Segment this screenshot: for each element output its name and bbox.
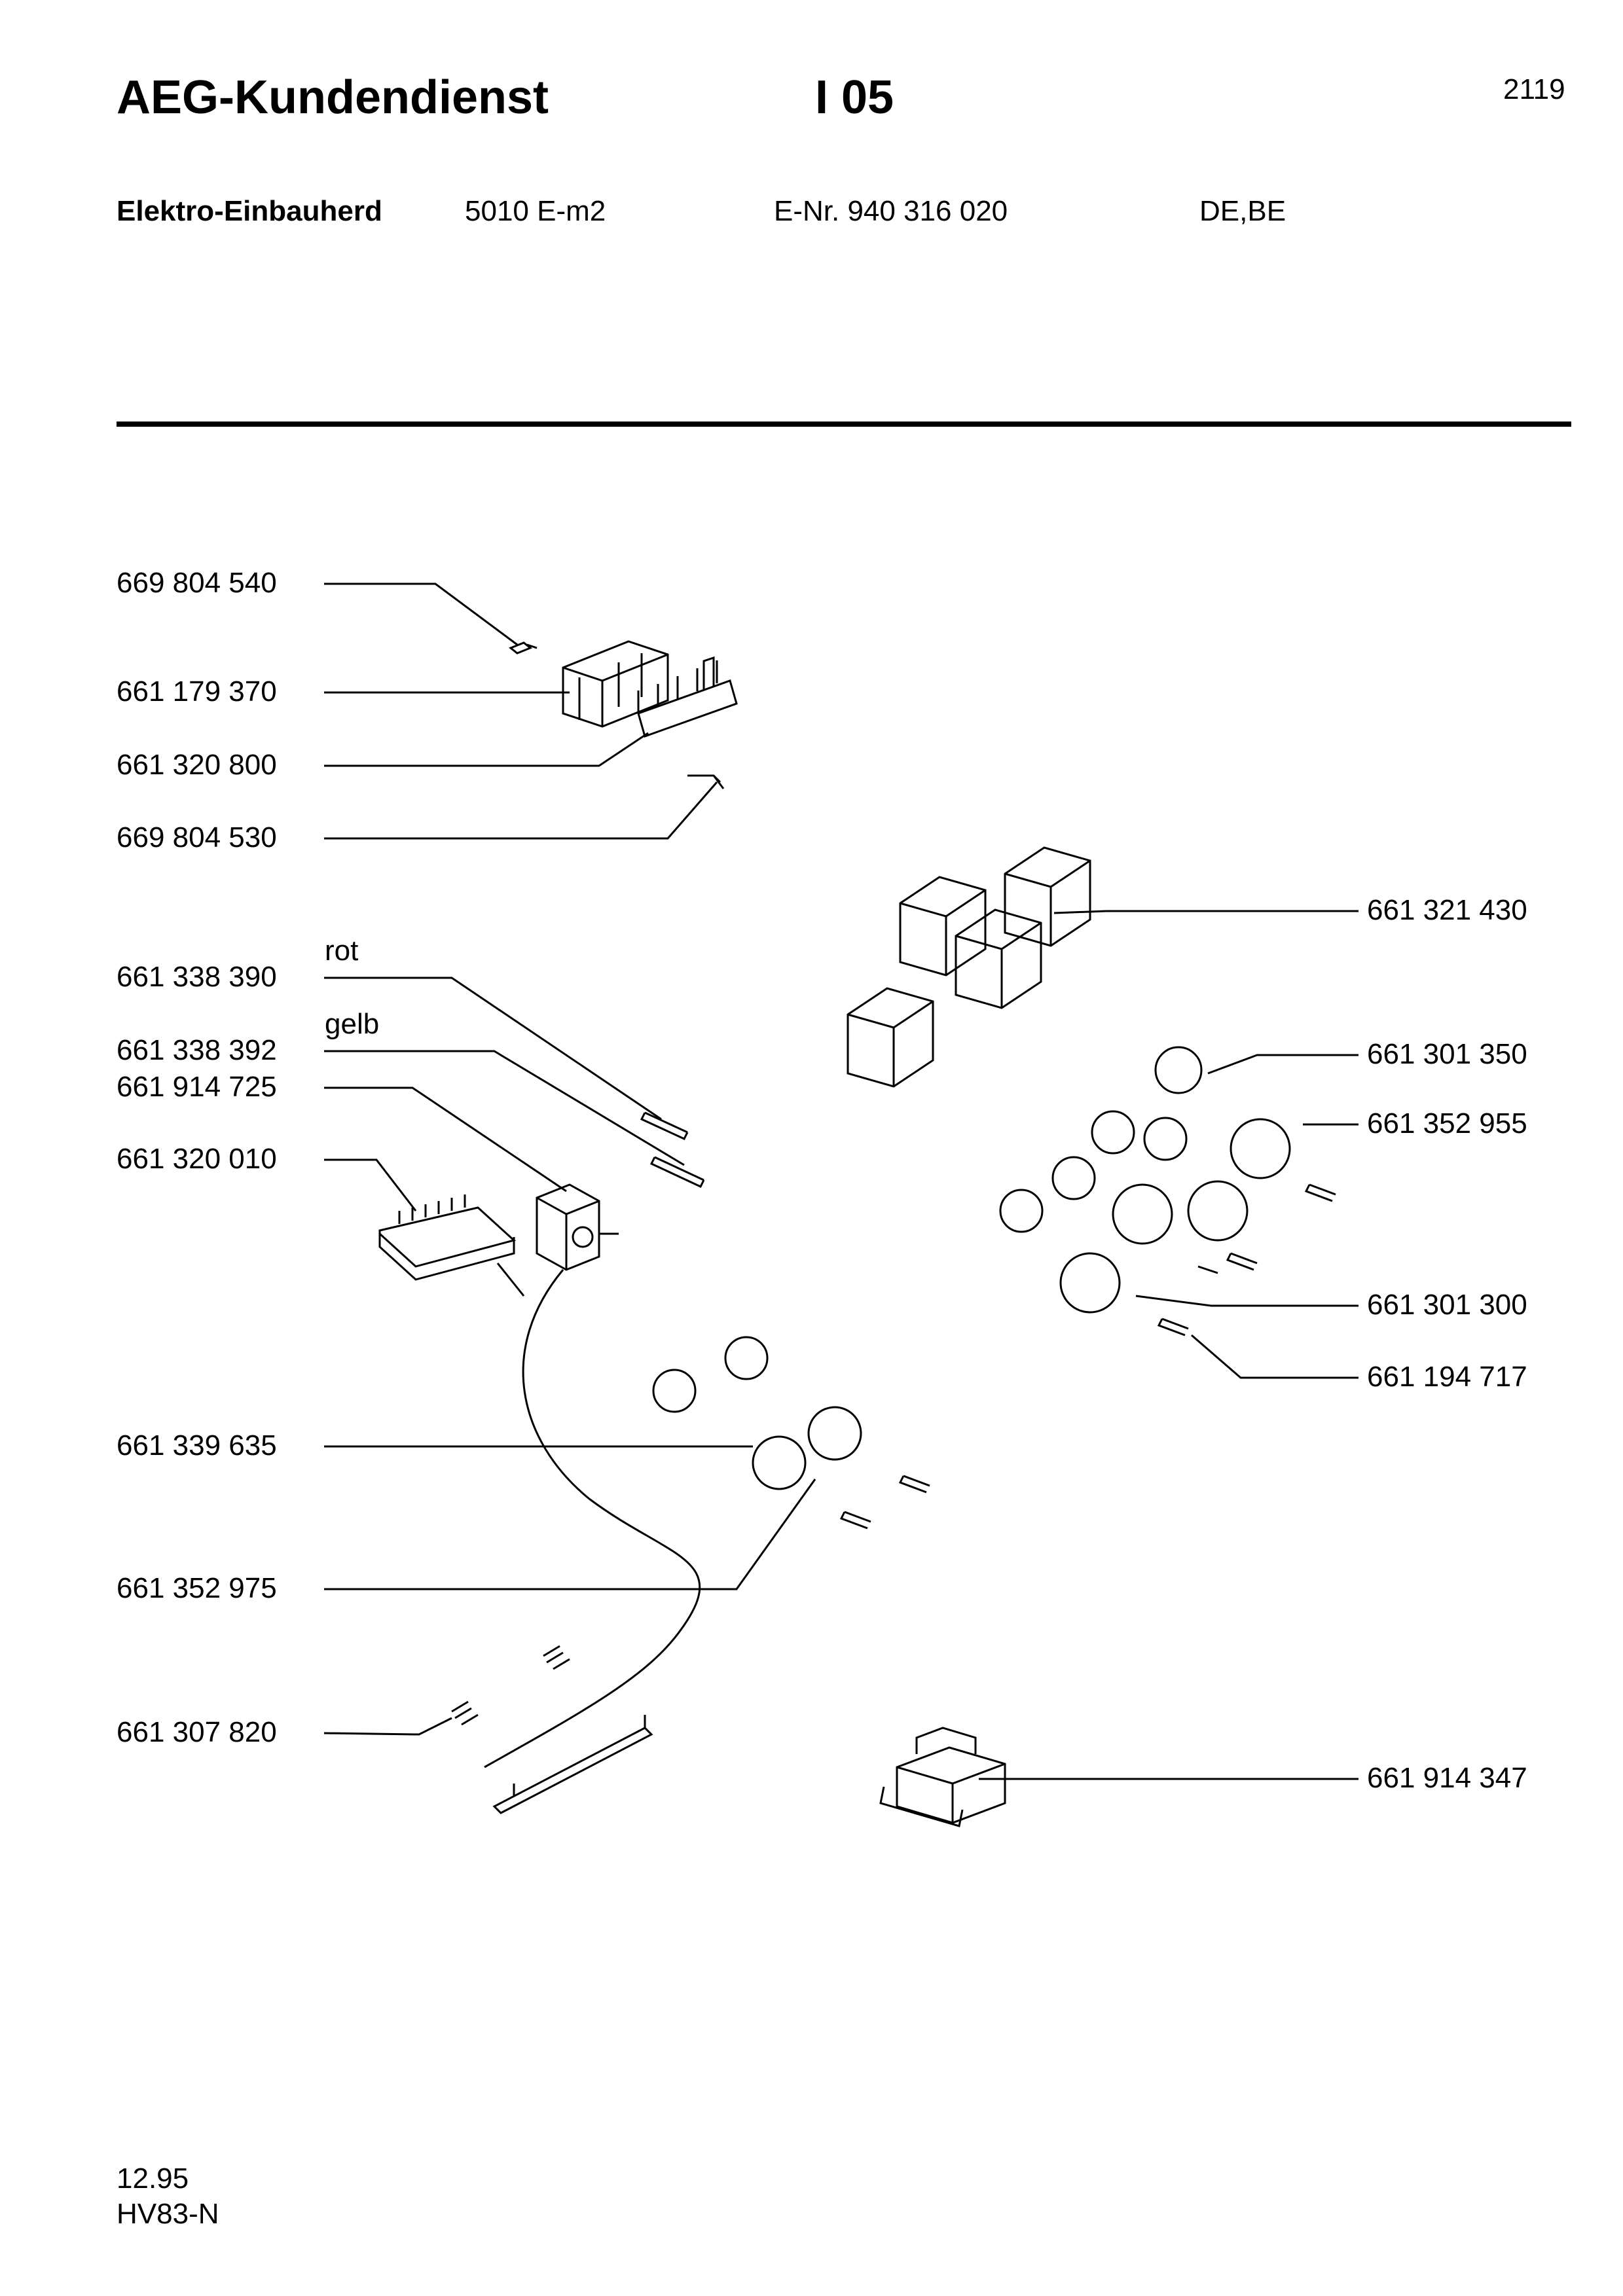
header-divider xyxy=(117,422,1571,427)
footer-code: HV83-N xyxy=(117,2198,219,2230)
part-drawing-p07 xyxy=(536,1183,619,1271)
part-number-label: 661 320 800 xyxy=(117,749,277,781)
part-number-label: 661 352 975 xyxy=(117,1572,277,1604)
part-drawing-p09 xyxy=(652,1336,930,1530)
leader-line-p05 xyxy=(324,977,662,1121)
part-drawing-p14 xyxy=(1059,1118,1291,1314)
part-number-label: 661 914 725 xyxy=(117,1071,277,1103)
part-drawing-p12 xyxy=(847,846,1107,1088)
model-number: 5010 E-m2 xyxy=(465,195,606,227)
part-number-label: 661 301 350 xyxy=(1367,1038,1527,1070)
part-number-label: 661 320 010 xyxy=(117,1143,277,1175)
leader-line-p07 xyxy=(324,1086,567,1193)
part-drawing-p16 xyxy=(1157,1183,1336,1336)
leader-line-p03 xyxy=(324,732,649,767)
part-number-label: 661 914 347 xyxy=(1367,1762,1527,1794)
page-number: 2119 xyxy=(1503,73,1565,105)
part-number-label: 661 339 635 xyxy=(117,1429,277,1462)
part-number-label: 661 194 717 xyxy=(1367,1361,1527,1393)
part-drawing-p01 xyxy=(509,641,538,655)
part-drawing-p11 xyxy=(451,1645,653,1814)
leader-line-p08 xyxy=(324,1158,417,1211)
leader-line-p11 xyxy=(323,1717,452,1736)
part-number-label: 661 338 392 xyxy=(117,1034,277,1066)
wire-color-note: rot xyxy=(325,935,359,967)
part-drawing-p04 xyxy=(687,774,725,789)
e-number: E-Nr. 940 316 020 xyxy=(774,195,1008,227)
part-number-label: 669 804 530 xyxy=(117,821,277,853)
part-drawing-p08 xyxy=(378,1194,525,1297)
part-number-label: 661 352 955 xyxy=(1367,1107,1527,1139)
part-number-label: 661 307 820 xyxy=(117,1716,277,1748)
capillary-tube xyxy=(484,1269,701,1768)
leader-line-p10 xyxy=(324,1479,816,1590)
part-number-label: 661 301 300 xyxy=(1367,1289,1527,1321)
leader-line-p16 xyxy=(1191,1334,1359,1379)
section-code: I 05 xyxy=(815,71,894,124)
part-drawing-p17 xyxy=(879,1727,1006,1827)
leader-line-p01 xyxy=(324,583,518,646)
part-drawings xyxy=(378,640,1336,1827)
part-drawing-p06 xyxy=(649,1156,705,1188)
part-number-label: 661 338 390 xyxy=(117,961,277,993)
part-drawing-p02 xyxy=(562,640,669,728)
leader-line-p06 xyxy=(324,1050,685,1166)
country-codes: DE,BE xyxy=(1199,195,1286,227)
part-drawing-p13 xyxy=(999,1046,1203,1233)
wire-color-note: gelb xyxy=(325,1008,380,1040)
leader-line-p13 xyxy=(1207,1054,1359,1075)
footer-date: 12.95 xyxy=(117,2162,189,2195)
appliance-type: Elektro-Einbauherd xyxy=(117,195,382,227)
part-number-label: 661 321 430 xyxy=(1367,894,1527,926)
part-number-label: 669 804 540 xyxy=(117,567,277,599)
leader-line-p04 xyxy=(324,781,718,840)
leader-lines xyxy=(323,583,1359,1780)
part-drawing-p05 xyxy=(640,1111,689,1140)
leader-line-p15 xyxy=(1135,1295,1359,1307)
part-drawing-p03 xyxy=(637,656,738,738)
part-number-label: 661 179 370 xyxy=(117,675,277,708)
brand-title: AEG-Kundendienst xyxy=(117,71,549,124)
